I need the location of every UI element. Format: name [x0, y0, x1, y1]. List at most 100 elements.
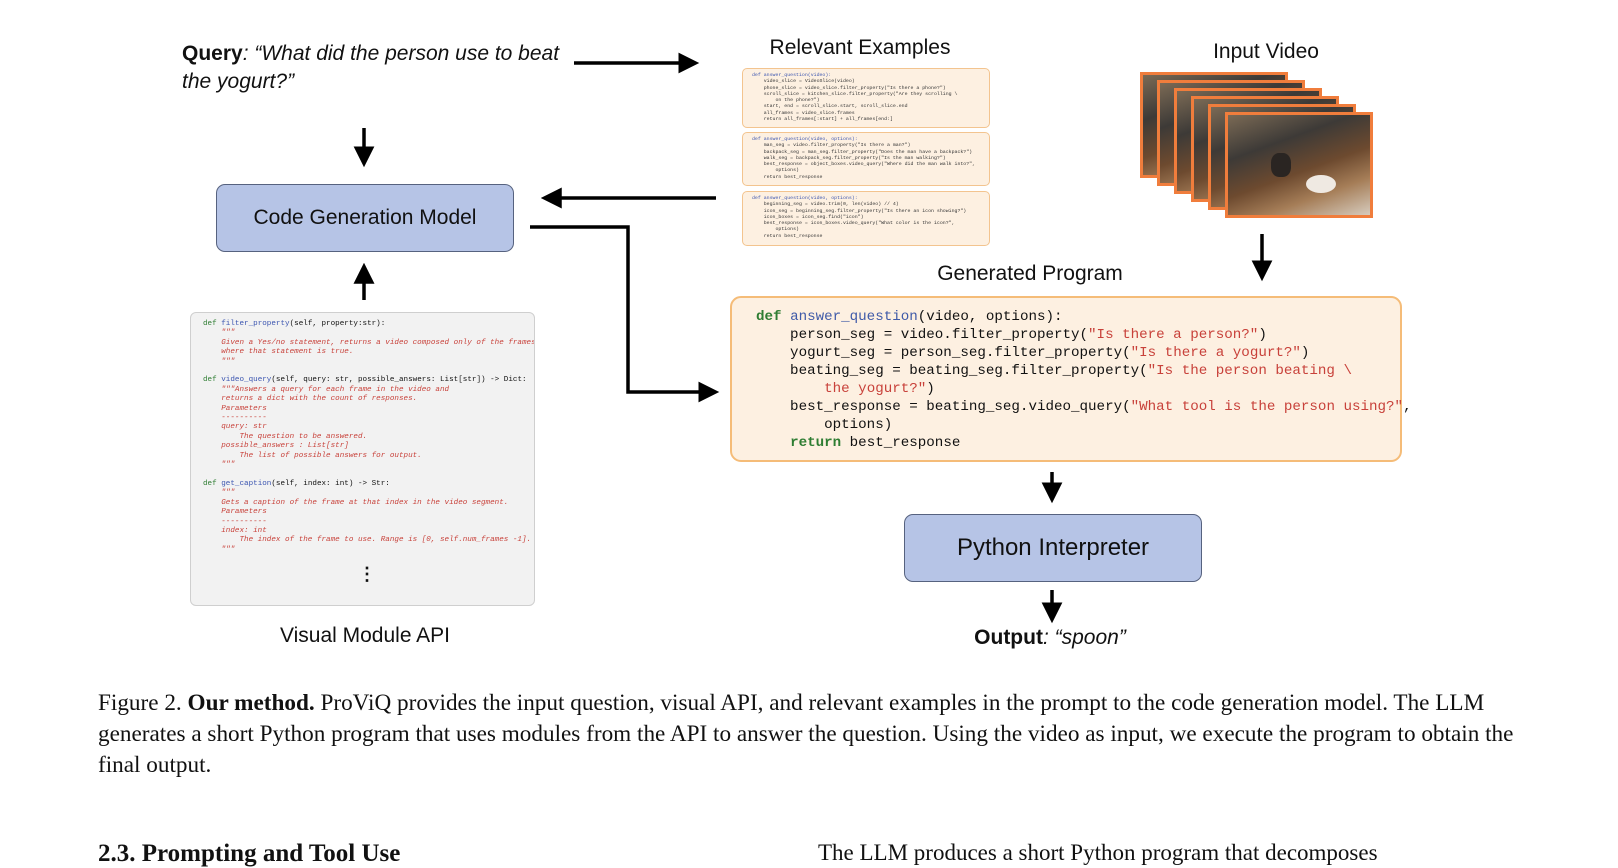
- api-docstring: index: int: [203, 526, 267, 535]
- example-code-line: best_response = object_boxes.video_query…: [752, 162, 976, 168]
- program-line: beating_seg = beating_seg.filter_propert…: [756, 362, 1400, 380]
- api-docstring: query: str: [203, 423, 267, 432]
- api-docstring: Parameters: [203, 404, 267, 413]
- api-docstring: [203, 367, 208, 375]
- example-code-line: def answer_question(video, options):: [752, 137, 858, 142]
- api-docstring: Given a Yes/no statement, returns a vide…: [203, 338, 535, 347]
- api-code-line: def get_caption(self, index: int) -> Str…: [203, 480, 524, 489]
- program-line: best_response = beating_seg.video_query(…: [756, 398, 1412, 416]
- api-code-line: """: [203, 489, 524, 498]
- api-code-line: where that statement is true.: [203, 348, 524, 357]
- api-function-name: video_query: [221, 376, 272, 385]
- example-code-line: def answer_question(video):: [752, 73, 832, 78]
- api-docstring: possible_answers : List[str]: [203, 442, 349, 451]
- api-docstring: Parameters: [203, 508, 267, 517]
- api-docstring: The question to be answered.: [203, 432, 368, 441]
- api-docstring: """: [203, 461, 235, 470]
- video-frame: [1225, 112, 1373, 218]
- api-docstring: where that statement is true.: [203, 348, 354, 357]
- api-docstring: ----------: [203, 414, 267, 423]
- query-label: Query: [182, 42, 243, 65]
- figure-caption-text: ProViQ provides the input question, visu…: [98, 690, 1514, 778]
- api-function-name: get_caption: [221, 479, 272, 488]
- api-keyword: def: [203, 376, 217, 385]
- program-code: ): [926, 381, 935, 397]
- program-code: options): [756, 417, 893, 433]
- query-text: Query: “What did the person use to beat …: [182, 40, 572, 96]
- python-interpreter-box: Python Interpreter: [904, 514, 1202, 582]
- api-code-line: Given a Yes/no statement, returns a vide…: [203, 339, 534, 348]
- api-keyword: def: [203, 320, 217, 328]
- program-string: the yogurt?": [824, 381, 927, 397]
- output-value: : “spoon”: [1042, 626, 1126, 649]
- api-docstring: """: [203, 329, 235, 338]
- code-generation-model-box: Code Generation Model: [216, 184, 514, 252]
- api-code-line: """: [203, 358, 524, 367]
- api-docstring: [203, 471, 208, 479]
- api-docstring: The list of possible answers for output.: [203, 451, 422, 460]
- program-code: yogurt_seg = person_seg.filter_property(: [756, 345, 1131, 361]
- api-code-line: returns a dict with the count of respons…: [203, 395, 524, 404]
- api-code-line: def video_query(self, query: str, possib…: [203, 376, 527, 385]
- example-code-line: on the phone?"): [752, 98, 820, 104]
- program-line: yogurt_seg = person_seg.filter_property(…: [756, 344, 1400, 362]
- input-video-frames: [1140, 70, 1380, 230]
- example-code-1: def answer_question(video): video_slice …: [742, 68, 990, 128]
- program-code: (video, options):: [917, 309, 1063, 325]
- program-code: ,: [1403, 399, 1412, 415]
- figure-caption-bold: Our method.: [187, 690, 315, 716]
- api-code-line: query: str: [203, 423, 524, 432]
- arrow-model-to-program: [530, 225, 720, 403]
- program-string: "Is the person beating \: [1147, 363, 1352, 379]
- example-code-line: return all_frames[:start] + all_frames[e…: [752, 117, 893, 123]
- program-code: best_response = beating_seg.video_query(: [756, 399, 1131, 415]
- program-keyword: return: [790, 435, 842, 451]
- api-docstring: ----------: [203, 517, 267, 526]
- example-code-line: icon_boxes = icon_seg.find("icon"): [752, 214, 864, 220]
- api-docstring: """: [203, 545, 235, 554]
- api-code-line: The question to be answered.: [203, 433, 524, 442]
- api-signature: (self, query: str, possible_answers: Lis…: [271, 376, 527, 385]
- program-string: "Is there a person?": [1088, 327, 1259, 343]
- api-code-line: def filter_property(self, property:str):: [203, 320, 524, 329]
- program-code: beating_seg = beating_seg.filter_propert…: [756, 363, 1148, 379]
- api-signature: (self, property:str):: [289, 320, 386, 328]
- example-code-line: def answer_question(video, options):: [752, 196, 858, 201]
- section-heading: 2.3. Prompting and Tool Use: [98, 840, 401, 867]
- api-docstring: """: [203, 489, 235, 498]
- example-code-line: man_seg = video.filter_property("Is ther…: [752, 143, 911, 149]
- api-docstring: """: [203, 357, 235, 366]
- program-function-name: answer_question: [790, 309, 918, 325]
- example-code-line: options): [752, 227, 799, 233]
- output-label: Output: [974, 626, 1043, 649]
- api-signature: (self, index: int) -> Str:: [271, 479, 390, 488]
- api-code-line: """: [203, 546, 524, 555]
- api-docstring: returns a dict with the count of respons…: [203, 395, 418, 404]
- program-keyword: def: [756, 309, 791, 325]
- right-column-text: The LLM produces a short Python program …: [818, 840, 1378, 865]
- api-code-line: """: [203, 461, 524, 470]
- api-code-line: The list of possible answers for output.: [203, 452, 524, 461]
- program-string: "What tool is the person using?": [1130, 399, 1404, 415]
- api-code-line: """: [203, 329, 524, 338]
- api-function-name: filter_property: [221, 320, 290, 328]
- program-string: "Is there a yogurt?": [1130, 345, 1301, 361]
- example-code-line: start, end = scroll_slice.start, scroll_…: [752, 104, 908, 110]
- example-code-line: walk_seg = backpack_seg.filter_property(…: [752, 155, 946, 161]
- query-question: : “What did the person use to beat the y…: [182, 42, 560, 93]
- example-code-2: def answer_question(video, options): man…: [742, 132, 990, 186]
- api-code-line: index: int: [203, 527, 524, 536]
- relevant-examples-title: Relevant Examples: [769, 36, 951, 59]
- code-generation-model-label: Code Generation Model: [253, 206, 477, 229]
- api-code-line: possible_answers : List[str]: [203, 442, 524, 451]
- example-code-line: return best_response: [752, 233, 823, 239]
- output-text: Output: “spoon”: [900, 626, 1200, 650]
- program-line: def answer_question(video, options):: [756, 308, 1400, 326]
- api-docstring: """Answers a query for each frame in the…: [203, 385, 450, 394]
- input-video-title: Input Video: [1213, 40, 1319, 63]
- api-docstring: Gets a caption of the frame at that inde…: [203, 498, 509, 507]
- api-code-line: """Answers a query for each frame in the…: [203, 386, 524, 395]
- example-code-line: icon_seg = beginning_seg.filter_property…: [752, 208, 967, 214]
- program-line: return best_response: [756, 434, 1400, 452]
